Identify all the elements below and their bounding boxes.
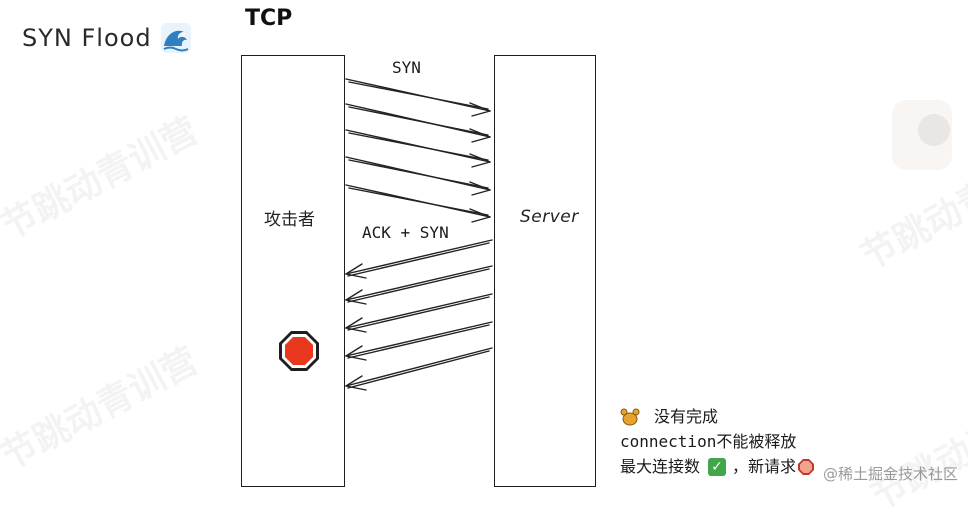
attacker-label: 攻击者 [264, 210, 315, 230]
note-connection-code: connection [620, 432, 717, 451]
syn-arrow [345, 103, 491, 143]
note-new-request: ，新请求 [732, 457, 797, 476]
decorative-blur-icon [892, 100, 952, 170]
attacker-box [241, 55, 345, 487]
ack-syn-label: ACK + SYN [362, 223, 449, 242]
ack-syn-arrow [345, 347, 493, 391]
stop-sign-icon [798, 458, 815, 475]
syn-arrow [345, 78, 491, 117]
paw-icon [620, 408, 640, 425]
syn-arrow [345, 156, 491, 196]
ack-syn-arrow [345, 239, 493, 279]
ack-syn-arrow [345, 265, 493, 305]
note-line-3: 最大连接数 ✓ ，新请求 [620, 454, 815, 479]
note-line-1: 没有完成 [620, 404, 814, 429]
server-label: Server [520, 207, 579, 227]
note-max-connections: 最大连接数 [620, 457, 701, 476]
server-box [494, 55, 596, 487]
arrows-layer [345, 78, 493, 391]
copyright-watermark: @稀土掘金技术社区 [822, 465, 958, 483]
syn-arrow [345, 129, 491, 168]
note-not-released: 不能被释放 [716, 432, 797, 451]
syn-arrow [345, 184, 491, 223]
syn-label: SYN [392, 58, 421, 77]
protocol-label: TCP [245, 6, 293, 31]
ack-syn-arrow [345, 293, 493, 333]
note-not-completed: 没有完成 [654, 407, 719, 426]
page-title: SYN Flood [22, 24, 152, 52]
ack-syn-arrow [345, 321, 493, 361]
note-line-2: connection 不能被释放 [620, 429, 814, 454]
wave-icon [161, 23, 191, 53]
notes-panel: 没有完成 connection 不能被释放 最大连接数 ✓ ，新请求 [620, 404, 815, 479]
stop-sign-icon [279, 331, 319, 371]
check-icon: ✓ [708, 457, 727, 476]
